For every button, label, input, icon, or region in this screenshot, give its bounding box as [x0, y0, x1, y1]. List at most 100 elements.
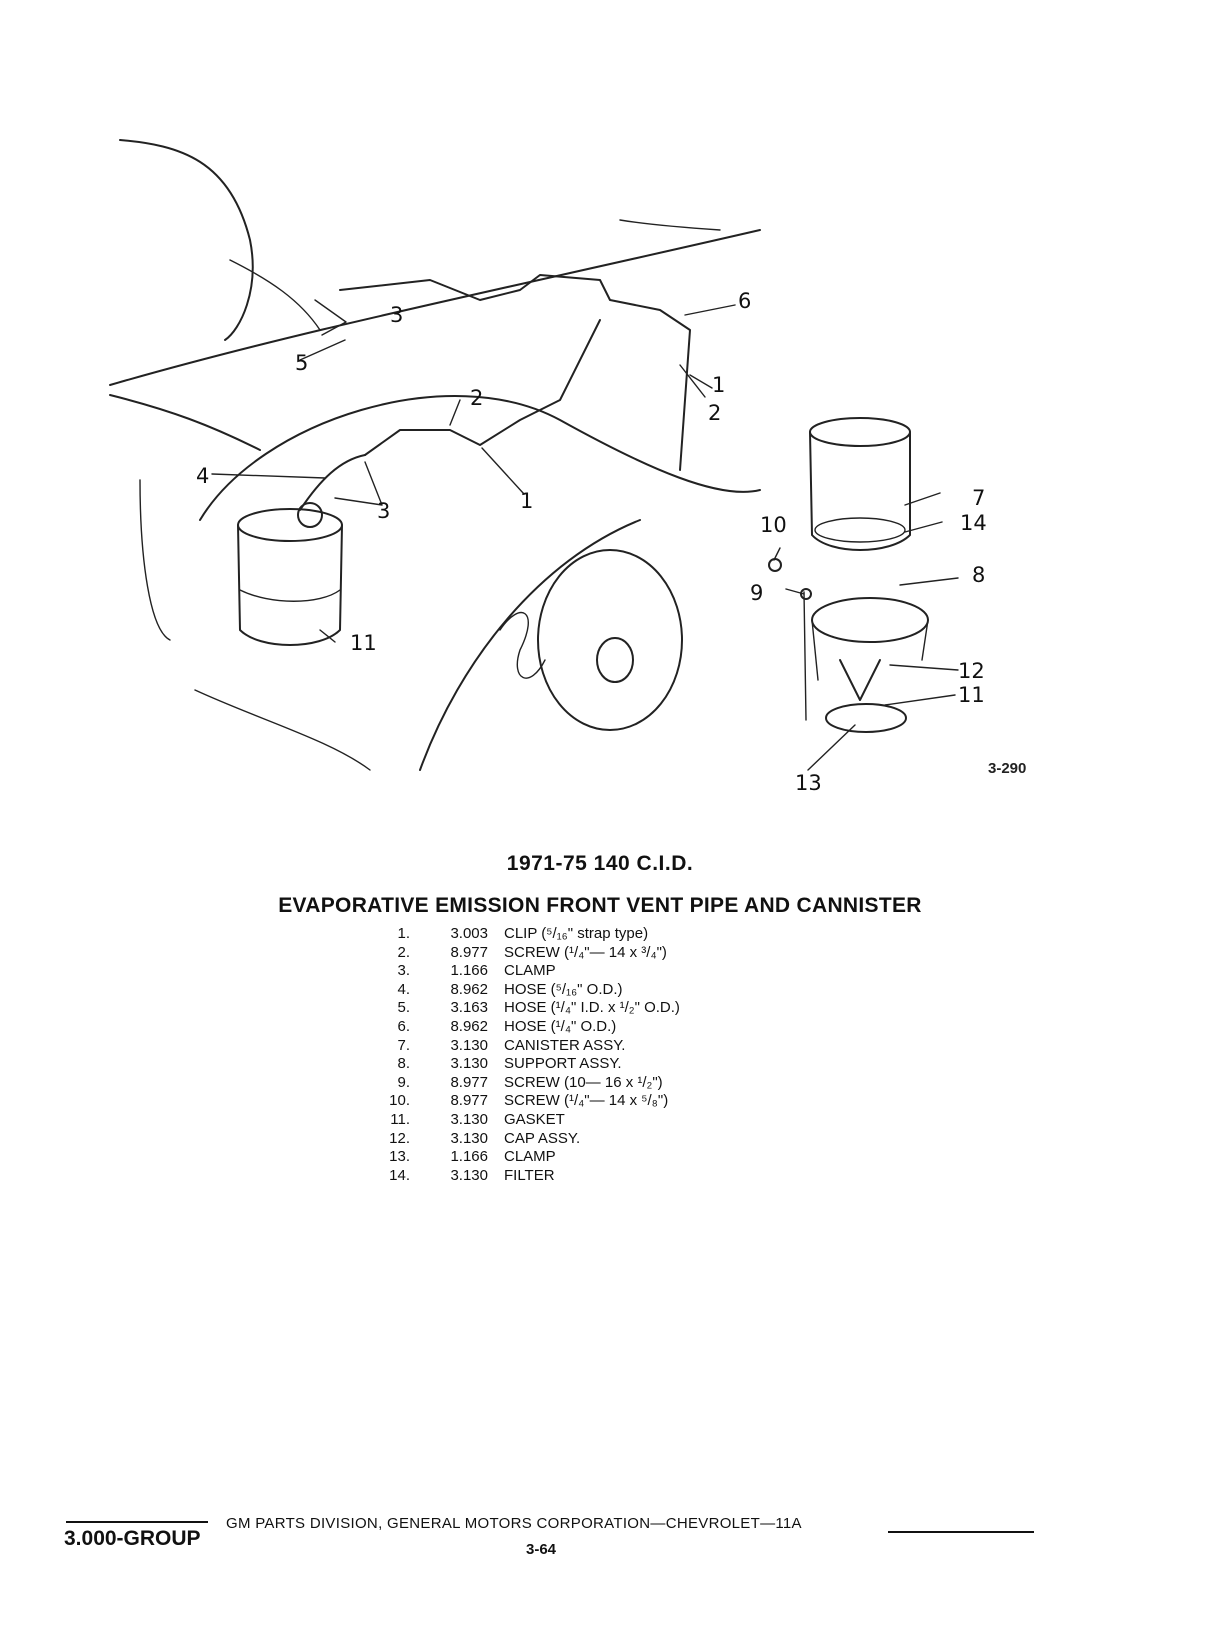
- callout-2b: 2: [708, 401, 721, 425]
- part-number: 7.: [397, 1036, 410, 1054]
- callout-9: 9: [750, 581, 763, 605]
- suspension-spring: [499, 611, 546, 679]
- footer-rule-left: [66, 1521, 208, 1523]
- filter-element: [814, 517, 906, 543]
- part-row: 13. 1.166 CLAMP: [380, 1148, 680, 1167]
- callout-12: 12: [958, 659, 985, 683]
- part-description: HOSE (⁵/₁₆" O.D.): [504, 980, 623, 998]
- figure-number: 3-290: [988, 760, 1027, 777]
- footer-division-line: GM PARTS DIVISION, GENERAL MOTORS CORPOR…: [226, 1515, 802, 1532]
- cap-funnel: [839, 659, 881, 701]
- part-description: SUPPORT ASSY.: [504, 1055, 622, 1073]
- cap-base: [825, 703, 907, 733]
- part-code: 3.003: [450, 925, 488, 942]
- diagram-drawing: 1 1 2 2 3 3 4 5 6 7 8 9 10 11 11 12 13 1…: [109, 139, 987, 795]
- part-code: 3.130: [450, 1055, 488, 1073]
- part-code: 8.962: [450, 1017, 488, 1035]
- part-code: 8.977: [450, 1073, 488, 1091]
- page-number: 3-64: [526, 1541, 557, 1558]
- callout-2a: 2: [470, 386, 483, 410]
- callout-14: 14: [960, 511, 987, 535]
- leader-lines: [211, 299, 959, 771]
- part-description: HOSE (¹/₄" I.D. x ¹/₂" O.D.): [504, 999, 680, 1017]
- part-code: 3.130: [450, 1036, 488, 1054]
- part-row: 6. 8.962 HOSE (¹/₄" O.D.): [380, 1018, 680, 1037]
- part-number: 13.: [389, 1148, 410, 1166]
- canister-installed-band: [239, 589, 341, 602]
- callout-5: 5: [295, 351, 308, 375]
- part-row: 10. 8.977 SCREW (¹/₄"— 14 x ⁵/₈"): [380, 1092, 680, 1111]
- wheel-hub: [596, 637, 634, 683]
- callout-3a: 3: [390, 303, 403, 327]
- callout-7: 7: [972, 486, 985, 510]
- panel-line-2: [194, 689, 371, 771]
- callout-13: 13: [795, 771, 822, 795]
- part-number: 2.: [397, 943, 410, 961]
- wheel-well-inner: [419, 519, 641, 771]
- part-number: 1.: [397, 925, 410, 942]
- hose-4: [299, 454, 366, 511]
- part-number: 5.: [397, 999, 410, 1017]
- brake-rotor: [537, 549, 683, 731]
- part-number: 11.: [390, 1110, 410, 1128]
- part-number: 8.: [397, 1055, 410, 1073]
- part-code: 8.962: [450, 980, 488, 998]
- part-row: 5. 3.163 HOSE (¹/₄" I.D. x ¹/₂" O.D.): [380, 999, 680, 1018]
- callout-11b: 11: [958, 683, 985, 707]
- callout-3b: 3: [377, 499, 390, 523]
- vent-pipe: [339, 274, 691, 471]
- support-bracket: [811, 619, 929, 681]
- canister-body: [809, 431, 911, 551]
- part-code: 1.166: [450, 1148, 488, 1166]
- part-row: 12. 3.130 CAP ASSY.: [380, 1130, 680, 1149]
- part-description: SCREW (10— 16 x ¹/₂"): [504, 1073, 663, 1091]
- page-subtitle: 1971-75 140 C.I.D.: [506, 852, 694, 875]
- footer-rule-right: [888, 1531, 1034, 1533]
- callout-6: 6: [738, 289, 751, 313]
- panel-line-4: [619, 219, 721, 231]
- part-description: CAP ASSY.: [504, 1129, 581, 1147]
- support-ring: [811, 597, 929, 643]
- screw-10-head: [768, 558, 782, 572]
- part-code: 8.977: [450, 1092, 488, 1110]
- page-title: EVAPORATIVE EMISSION FRONT VENT PIPE AND…: [278, 894, 922, 917]
- footer-group-label: 3.000-GROUP: [64, 1527, 201, 1550]
- part-number: 6.: [397, 1017, 410, 1035]
- hood-line: [109, 229, 761, 386]
- callout-10: 10: [760, 513, 787, 537]
- part-description: CLAMP: [504, 1148, 556, 1166]
- vent-pipe-front: [364, 319, 601, 456]
- part-number: 3.: [397, 962, 410, 980]
- part-number: 4.: [397, 980, 410, 998]
- part-description: SCREW (¹/₄"— 14 x ⁵/₈"): [504, 1092, 669, 1110]
- part-number: 14.: [389, 1166, 410, 1184]
- part-code: 3.163: [450, 999, 488, 1017]
- part-number: 10.: [389, 1092, 410, 1110]
- part-code: 3.130: [450, 1129, 488, 1147]
- callout-11a: 11: [350, 631, 377, 655]
- callout-8: 8: [972, 563, 985, 587]
- part-description: GASKET: [504, 1110, 565, 1128]
- exploded-diagram: 1 1 2 2 3 3 4 5 6 7 8 9 10 11 11 12 13 1…: [0, 0, 1232, 800]
- part-code: 3.130: [450, 1166, 488, 1184]
- callout-4: 4: [196, 464, 209, 488]
- canister-installed-cap: [297, 502, 323, 528]
- part-code: 1.166: [450, 962, 488, 980]
- part-description: HOSE (¹/₄" O.D.): [504, 1017, 617, 1035]
- body-line: [109, 394, 261, 451]
- panel-line-3: [229, 259, 321, 331]
- screw-9-shank: [803, 591, 807, 721]
- canister-installed-top: [237, 508, 343, 542]
- part-row: 9. 8.977 SCREW (10— 16 x ¹/₂"): [380, 1074, 680, 1093]
- part-description: SCREW (¹/₄"— 14 x ³/₄"): [504, 943, 667, 961]
- part-number: 12.: [389, 1129, 410, 1147]
- part-description: CLIP (⁵/₁₆" strap type): [504, 925, 649, 942]
- part-number: 9.: [397, 1073, 410, 1091]
- wheel-arch: [199, 395, 761, 521]
